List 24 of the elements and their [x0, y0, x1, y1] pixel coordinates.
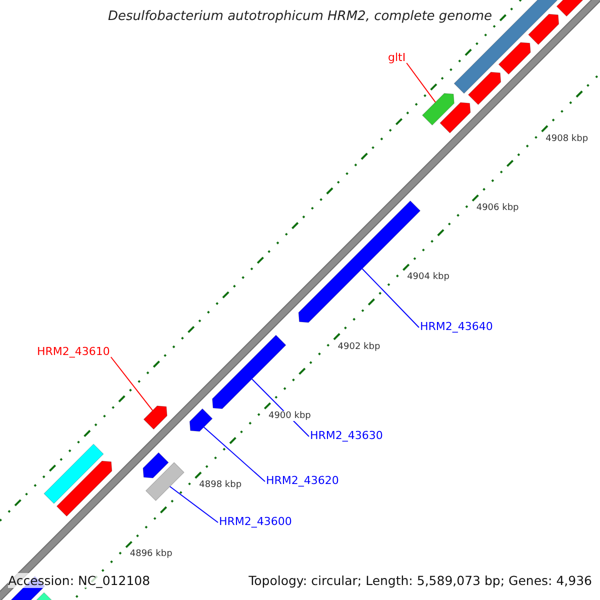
- gene-block: [143, 406, 168, 430]
- leader-line: [203, 426, 266, 482]
- accession-text: Accession: NC_012108: [8, 573, 150, 588]
- scale-label: 4906 kbp: [476, 203, 519, 213]
- scale-label: 4898 kbp: [199, 480, 242, 490]
- scale-label: 4908 kbp: [546, 134, 588, 144]
- genome-summary: Topology: circular; Length: 5,589,073 bp; Genes: 4,936: [248, 573, 592, 588]
- scale-label: 4896 kbp: [130, 549, 172, 560]
- gene-name: gltI: [388, 51, 406, 64]
- gene-block: [146, 462, 184, 501]
- leader-line: [169, 486, 218, 523]
- gene-block: [212, 334, 286, 409]
- leader-line: [110, 356, 154, 411]
- gene-name: HRM2_43630: [310, 429, 383, 442]
- gene-block: [189, 408, 213, 432]
- gene-name: HRM2_43600: [219, 515, 292, 528]
- scale-label: 4904 kbp: [407, 272, 450, 282]
- gene-name: HRM2_43640: [420, 320, 493, 333]
- gene-name: HRM2_43610: [37, 345, 110, 358]
- gene-name: HRM2_43620: [266, 474, 339, 487]
- leader-line: [362, 268, 420, 328]
- gene-block: [422, 93, 454, 126]
- title: Desulfobacterium autotrophicum HRM2, complete genome: [106, 9, 494, 24]
- leader-line: [406, 62, 436, 103]
